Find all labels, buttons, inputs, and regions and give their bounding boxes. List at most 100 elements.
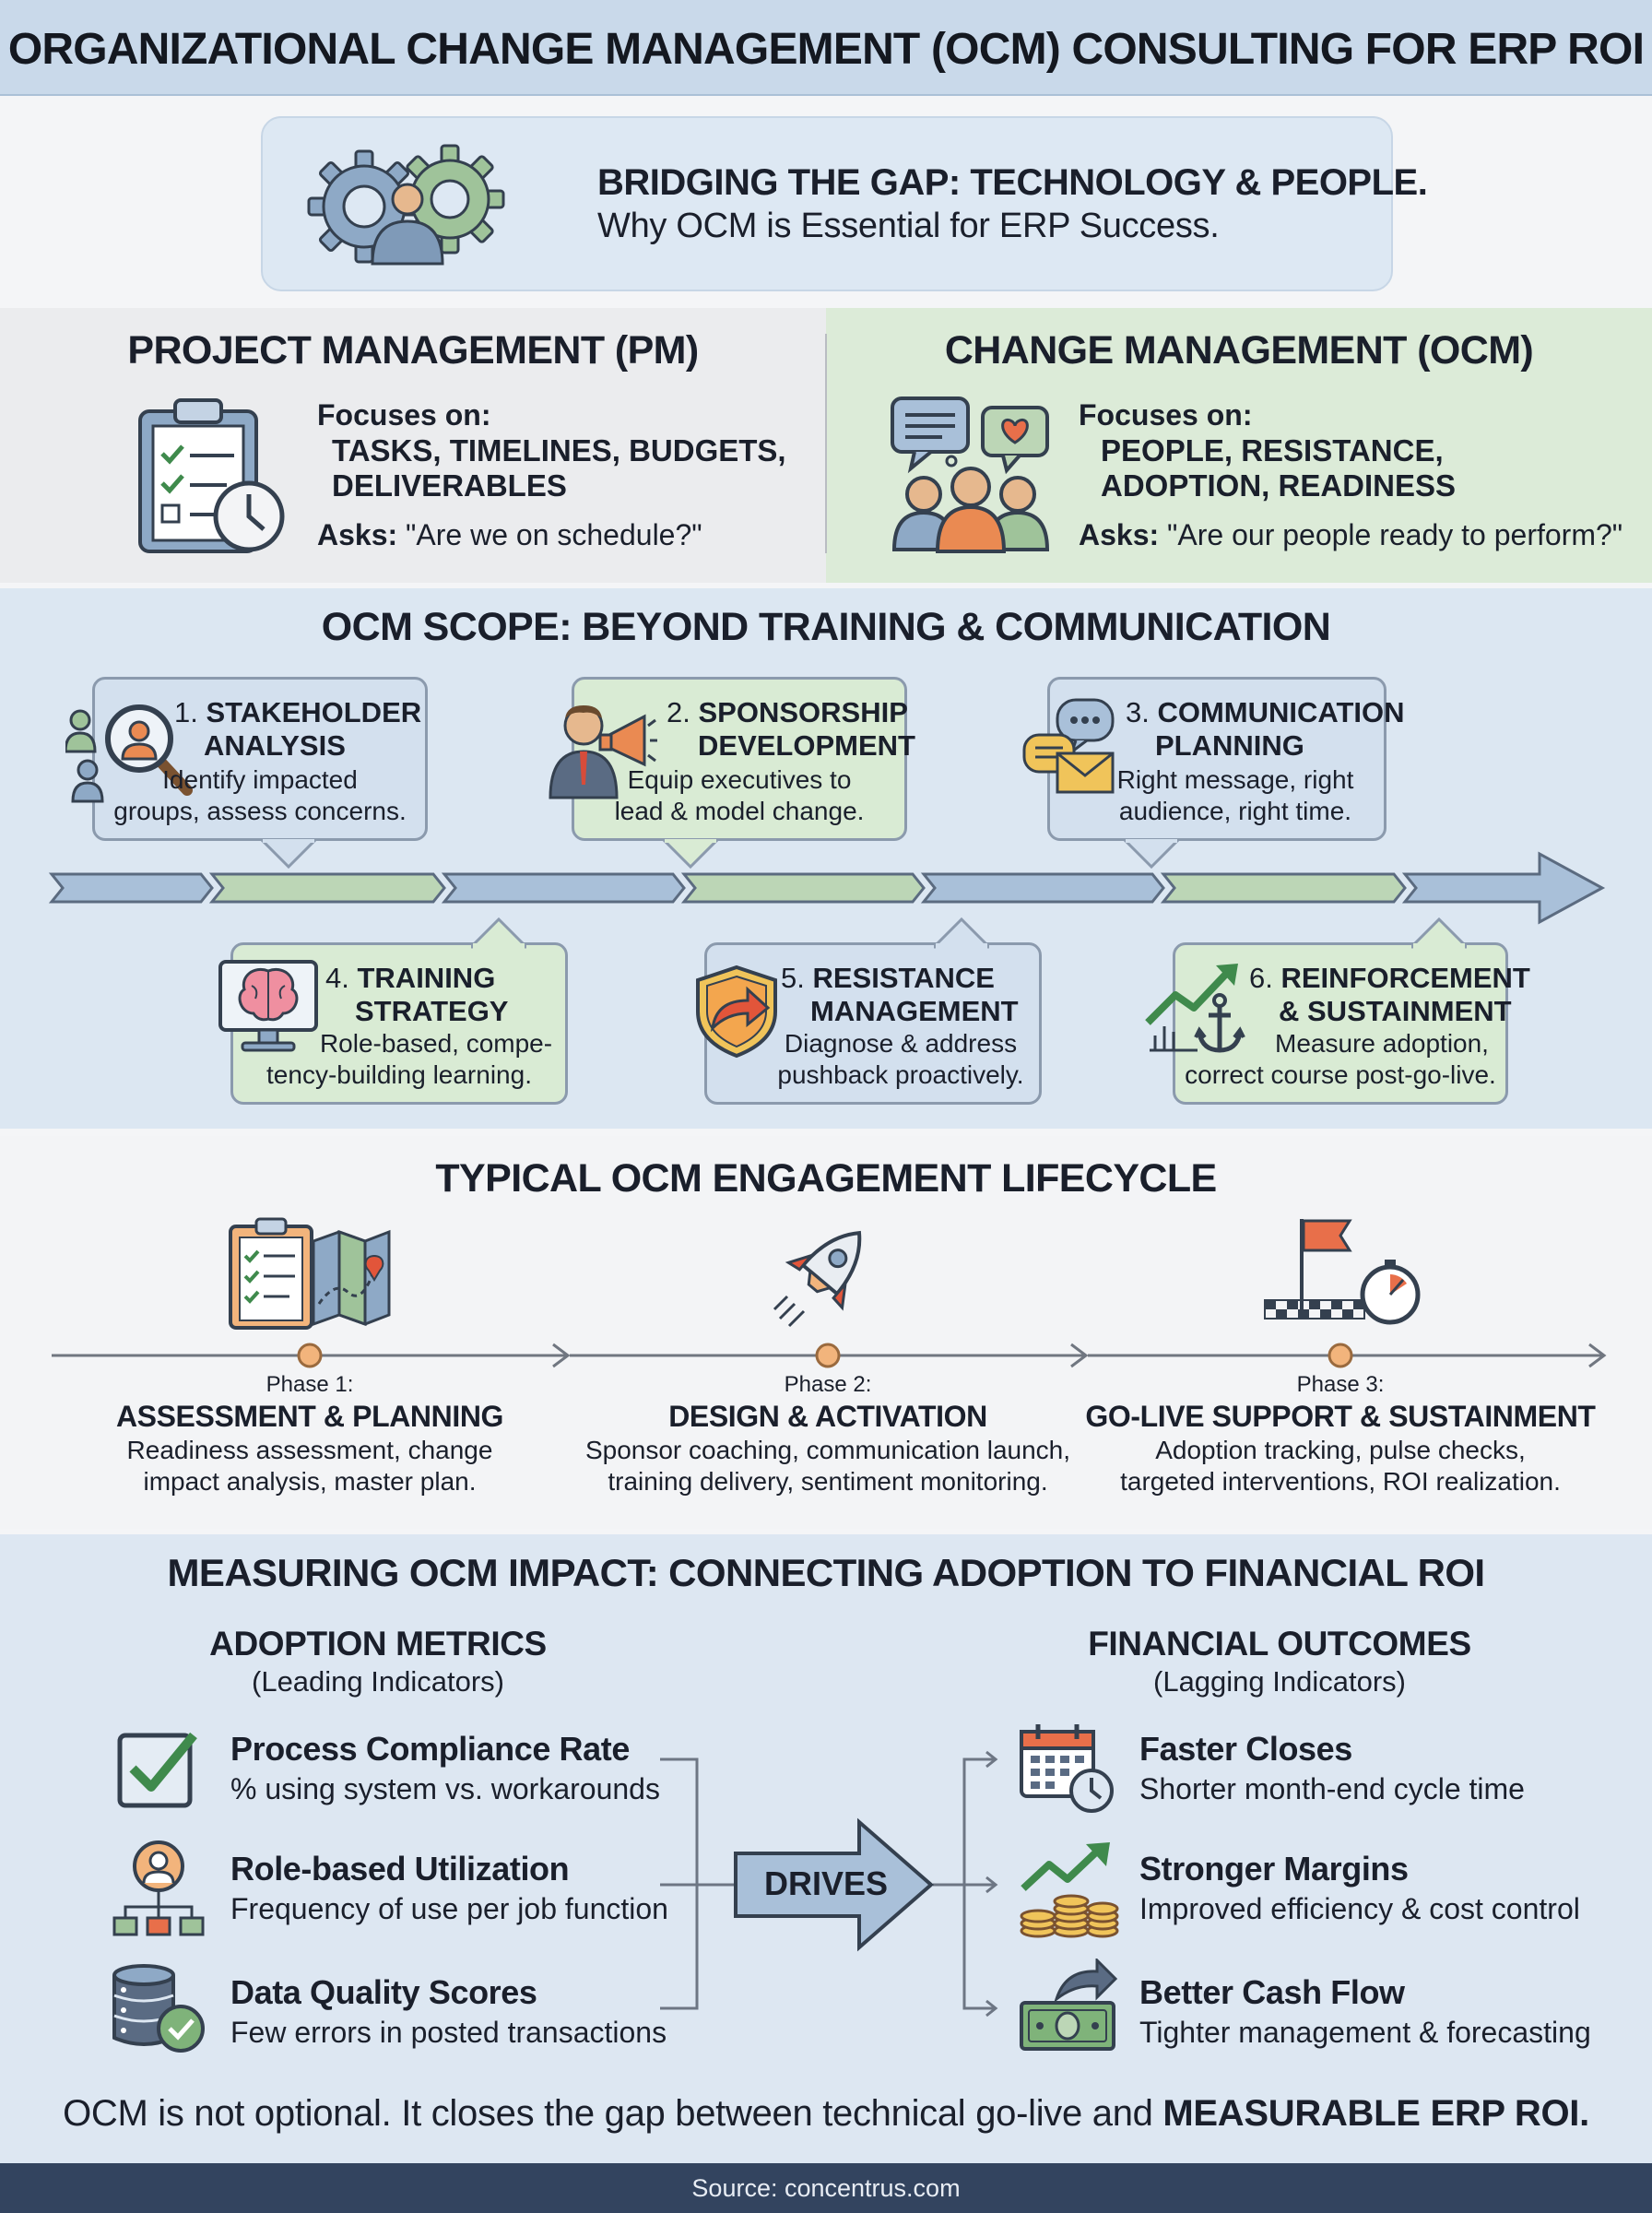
measuring-panel xyxy=(0,1534,1652,2163)
lifecycle-heading: TYPICAL OCM ENGAGEMENT LIFECYCLE xyxy=(435,1156,1217,1201)
phase-3-label: Phase 3: xyxy=(1296,1372,1385,1397)
footer-bar xyxy=(0,2163,1652,2213)
phase-2-title: DESIGN & ACTIVATION xyxy=(668,1400,987,1433)
adoption-2-desc: Frequency of use per job function xyxy=(230,1892,668,1925)
financial-outcomes-heading: FINANCIAL OUTCOMES xyxy=(1088,1625,1471,1663)
executive-megaphone-icon xyxy=(549,705,657,799)
ocm-focus-label: Focuses on: xyxy=(1079,398,1253,432)
adoption-2-title: Role-based Utilization xyxy=(230,1850,570,1888)
callout-pointer xyxy=(1411,917,1467,949)
scope-timeline-arrow xyxy=(48,851,1606,925)
step-2-title-line1: 2. SPONSORSHIP xyxy=(667,696,908,728)
scope-step-training-strategy: 4. TRAINING STRATEGY Role-based, compe- … xyxy=(218,917,568,1105)
step-6-title-line2: & SUSTAINMENT xyxy=(1279,995,1512,1027)
pm-focus-line2: DELIVERABLES xyxy=(332,468,567,503)
scope-step-communication-planning: 3. COMMUNICATION PLANNING Right message,… xyxy=(1022,677,1405,870)
scope-step-resistance-management: 5. RESISTANCE MANAGEMENT Diagnose & addr… xyxy=(696,917,1042,1105)
finish-flag-stopwatch-icon xyxy=(1264,1219,1421,1325)
panel-divider xyxy=(825,334,827,553)
scope-heading: OCM SCOPE: BEYOND TRAINING & COMMUNICATI… xyxy=(321,605,1331,649)
adoption-1-title: Process Compliance Rate xyxy=(230,1730,630,1768)
ocm-asks-text: "Are our people ready to perform?" xyxy=(1167,518,1623,551)
step-3-number: 3. xyxy=(1126,696,1150,728)
adoption-3-desc: Few errors in posted transactions xyxy=(230,2016,667,2049)
pm-heading: PROJECT MANAGEMENT (PM) xyxy=(127,328,699,373)
phase-2-dot xyxy=(815,1343,841,1368)
drives-label: DRIVES xyxy=(763,1864,889,1902)
ocm-asks: Asks: "Are our people ready to perform?" xyxy=(1079,518,1622,552)
scope-step-reinforcement-sustainment: 6. REINFORCEMENT & SUSTAINMENT Measure a… xyxy=(1145,917,1530,1105)
step-6-number: 6. xyxy=(1249,962,1273,994)
step-6-title-line1: 6. REINFORCEMENT xyxy=(1249,962,1530,994)
step-2-desc-line1: Equip executives to xyxy=(627,765,852,794)
clipboard-clock-icon xyxy=(138,398,285,553)
org-chart-user-icon xyxy=(112,1840,205,1936)
callout-pointer xyxy=(471,917,526,949)
phase-1-title: ASSESSMENT & PLANNING xyxy=(115,1400,504,1433)
ocm-focus-line1: PEOPLE, RESISTANCE, xyxy=(1101,433,1444,467)
pm-asks-label: Asks: xyxy=(317,518,398,551)
phase-1-desc-line2: impact analysis, master plan. xyxy=(143,1467,477,1496)
step-1-number: 1. xyxy=(174,696,198,728)
financial-1-title: Faster Closes xyxy=(1139,1730,1352,1768)
phase-1-dot xyxy=(297,1343,323,1368)
step-6-desc-line1: Measure adoption, xyxy=(1275,1029,1489,1058)
measuring-heading: MEASURING OCM IMPACT: CONNECTING ADOPTIO… xyxy=(167,1551,1486,1594)
pm-focus-line1: TASKS, TIMELINES, BUDGETS, xyxy=(332,433,786,467)
adoption-metrics-heading: ADOPTION METRICS xyxy=(209,1625,547,1663)
step-5-desc-line2: pushback proactively. xyxy=(777,1060,1024,1089)
step-3-desc-line1: Right message, right xyxy=(1116,765,1354,794)
callout-pointer xyxy=(1124,839,1179,870)
calendar-clock-icon xyxy=(1020,1724,1114,1813)
step-4-desc-line2: tency-building learning. xyxy=(266,1060,532,1089)
step-4-number: 4. xyxy=(325,962,349,994)
step-5-title1: RESISTANCE xyxy=(812,962,995,994)
rocket-icon xyxy=(773,1230,862,1328)
phase-1-label: Phase 1: xyxy=(266,1372,354,1397)
adoption-metrics-subheading: (Leading Indicators) xyxy=(252,1665,504,1698)
step-5-title-line2: MANAGEMENT xyxy=(810,995,1019,1027)
intro-subheading: Why OCM is Essential for ERP Success. xyxy=(597,207,1220,245)
financial-outcomes-subheading: (Lagging Indicators) xyxy=(1153,1665,1406,1698)
step-2-number: 2. xyxy=(667,696,690,728)
cash-arrow-icon xyxy=(1020,1959,1118,2051)
conclusion-emphasis: MEASURABLE ERP ROI. xyxy=(1162,2093,1589,2134)
intro-heading: BRIDGING THE GAP: TECHNOLOGY & PEOPLE. xyxy=(597,162,1428,203)
step-1-title-line2: ANALYSIS xyxy=(204,729,346,762)
step-4-title-line1: 4. TRAINING xyxy=(325,962,495,994)
step-1-desc-line1: Identify impacted xyxy=(162,765,358,794)
financial-3-desc: Tighter management & forecasting xyxy=(1139,2016,1591,2049)
page-title: ORGANIZATIONAL CHANGE MANAGEMENT (OCM) C… xyxy=(7,25,1645,74)
title-bar xyxy=(0,0,1652,96)
ocm-asks-label: Asks: xyxy=(1079,518,1160,551)
chart-anchor-icon xyxy=(1145,964,1245,1053)
phase-2-label: Phase 2: xyxy=(784,1372,872,1397)
callout-pointer xyxy=(663,839,718,870)
people-chat-icon xyxy=(891,396,1050,553)
step-3-desc-line2: audience, right time. xyxy=(1118,797,1352,825)
lifecycle-timeline xyxy=(52,1343,1607,1368)
phase-3-desc-line1: Adoption tracking, pulse checks, xyxy=(1155,1436,1526,1464)
step-6-title1: REINFORCEMENT xyxy=(1280,962,1530,994)
lifecycle-panel xyxy=(0,1136,1652,1529)
phase-3-dot xyxy=(1328,1343,1353,1368)
ocm-focus-line2: ADOPTION, READINESS xyxy=(1101,468,1457,503)
step-1-title-line1: 1. STAKEHOLDER xyxy=(174,696,421,728)
gears-people-icon xyxy=(307,144,505,266)
financial-2-title: Stronger Margins xyxy=(1139,1850,1409,1888)
step-2-desc-line2: lead & model change. xyxy=(614,797,865,825)
scope-step-stakeholder-analysis: 1. STAKEHOLDER ANALYSIS Identify impacte… xyxy=(65,677,428,870)
database-check-icon xyxy=(112,1964,205,2053)
shield-arrow-icon xyxy=(696,964,777,1059)
conclusion-statement: OCM is not optional. It closes the gap b… xyxy=(0,2093,1652,2135)
step-5-desc-line1: Diagnose & address xyxy=(784,1029,1018,1058)
step-5-number: 5. xyxy=(781,962,805,994)
pm-panel xyxy=(0,308,826,583)
financial-2-desc: Improved efficiency & cost control xyxy=(1139,1892,1580,1925)
phase-2-desc-line1: Sponsor coaching, communication launch, xyxy=(584,1436,1071,1464)
magnifier-people-icon xyxy=(65,704,193,803)
financial-1-desc: Shorter month-end cycle time xyxy=(1139,1772,1525,1805)
adoption-3-title: Data Quality Scores xyxy=(230,1973,537,2011)
step-4-desc-line1: Role-based, compe- xyxy=(319,1029,553,1058)
chat-envelope-icon xyxy=(1022,698,1115,794)
